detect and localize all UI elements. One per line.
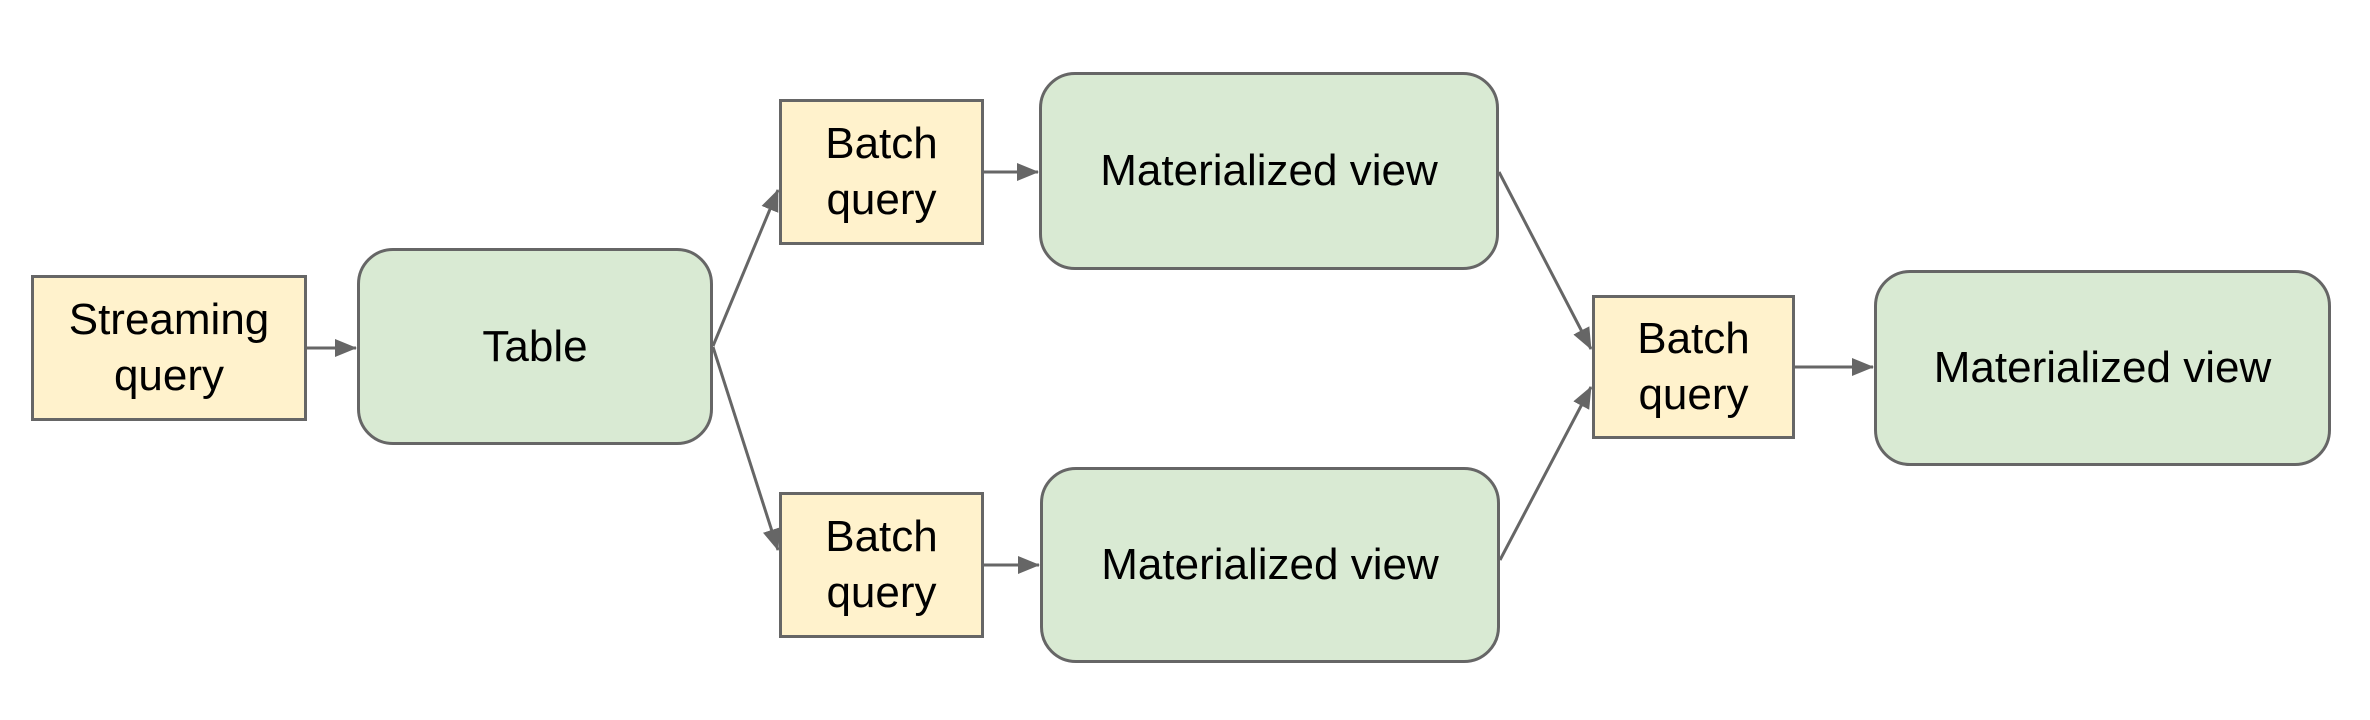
node-materialized-view-top-label: Materialized view (1100, 146, 1438, 195)
node-batch-query-bottom: Batch query (779, 492, 984, 638)
edge-mv-bottom-to-batch-right (1498, 386, 1593, 561)
node-batch-query-bottom-label: Batch query (825, 512, 938, 617)
node-materialized-view-top: Materialized view (1039, 72, 1499, 270)
edge-table-to-batch-bottom (711, 346, 781, 551)
node-materialized-view-right: Materialized view (1874, 270, 2331, 466)
node-streaming-query: Streaming query (31, 275, 307, 421)
node-batch-query-right-label: Batch query (1637, 314, 1750, 419)
node-table-label: Table (482, 321, 588, 371)
edge-table-to-batch-top (711, 189, 780, 347)
node-materialized-view-bottom: Materialized view (1040, 467, 1500, 663)
node-streaming-query-label: Streaming query (68, 295, 270, 400)
node-table: Table (357, 248, 713, 445)
node-materialized-view-bottom-label: Materialized view (1101, 540, 1439, 589)
edge-mv-top-to-batch-right (1497, 171, 1593, 350)
node-materialized-view-right-label: Materialized view (1933, 343, 2272, 392)
node-batch-query-top: Batch query (779, 99, 984, 245)
node-batch-query-right: Batch query (1592, 295, 1795, 439)
node-batch-query-top-label: Batch query (825, 119, 938, 224)
